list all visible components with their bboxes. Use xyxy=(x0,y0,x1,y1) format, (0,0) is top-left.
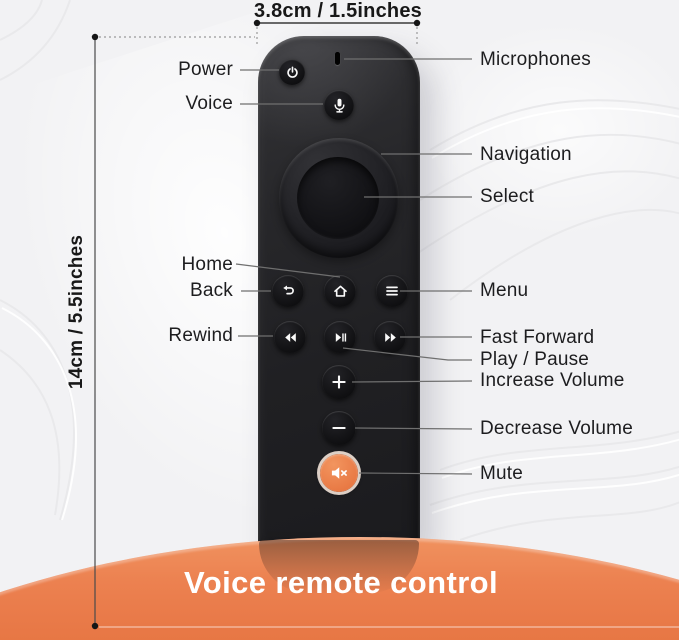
callout-label-increase-volume: Increase Volume xyxy=(480,370,625,391)
volume-up-button xyxy=(322,365,356,399)
width-dimension-label: 3.8cm / 1.5inches xyxy=(254,0,422,22)
callout-label-rewind: Rewind xyxy=(168,325,233,346)
callout-label-select: Select xyxy=(480,186,535,207)
back-button xyxy=(272,275,304,307)
callout-label-microphones: Microphones xyxy=(480,49,591,70)
height-dimension-label: 14cm / 5.5inches xyxy=(66,234,87,390)
rewind-button xyxy=(274,321,306,353)
callout-label-back: Back xyxy=(189,280,233,301)
mute-icon xyxy=(331,467,347,479)
callout-label-menu: Menu xyxy=(480,280,529,301)
remote-control-body xyxy=(258,36,420,545)
callout-label-fast-forward: Fast Forward xyxy=(480,327,595,348)
voice-button xyxy=(324,90,354,120)
menu-icon xyxy=(386,286,398,296)
callout-label-decrease-volume: Decrease Volume xyxy=(480,418,633,439)
microphone-hole xyxy=(335,52,340,65)
fast-forward-icon xyxy=(384,332,396,342)
volume-up-icon xyxy=(332,375,346,389)
callout-label-navigation: Navigation xyxy=(480,144,572,165)
volume-down-icon xyxy=(332,426,346,430)
home-icon xyxy=(333,285,347,297)
microphone-icon xyxy=(333,98,345,113)
callout-label-home: Home xyxy=(181,254,233,275)
play-pause-icon xyxy=(335,332,346,342)
power-button xyxy=(279,59,305,85)
banner-title: Voice remote control xyxy=(183,565,499,600)
callout-label-voice: Voice xyxy=(185,93,233,114)
rewind-icon xyxy=(284,332,296,342)
power-icon xyxy=(286,65,298,78)
select-pad xyxy=(297,157,379,239)
dimension-endpoint-dot xyxy=(91,33,99,41)
callout-label-mute: Mute xyxy=(480,463,524,484)
home-button xyxy=(324,275,356,307)
volume-down-button xyxy=(322,411,356,445)
navigation-ring xyxy=(279,138,399,258)
callout-label-power: Power xyxy=(178,59,233,80)
callout-label-play-pause: Play / Pause xyxy=(480,349,590,370)
menu-button xyxy=(376,275,408,307)
play-pause-button xyxy=(324,321,356,353)
back-icon xyxy=(282,285,294,294)
fast-forward-button xyxy=(374,321,406,353)
mute-button xyxy=(320,454,358,492)
